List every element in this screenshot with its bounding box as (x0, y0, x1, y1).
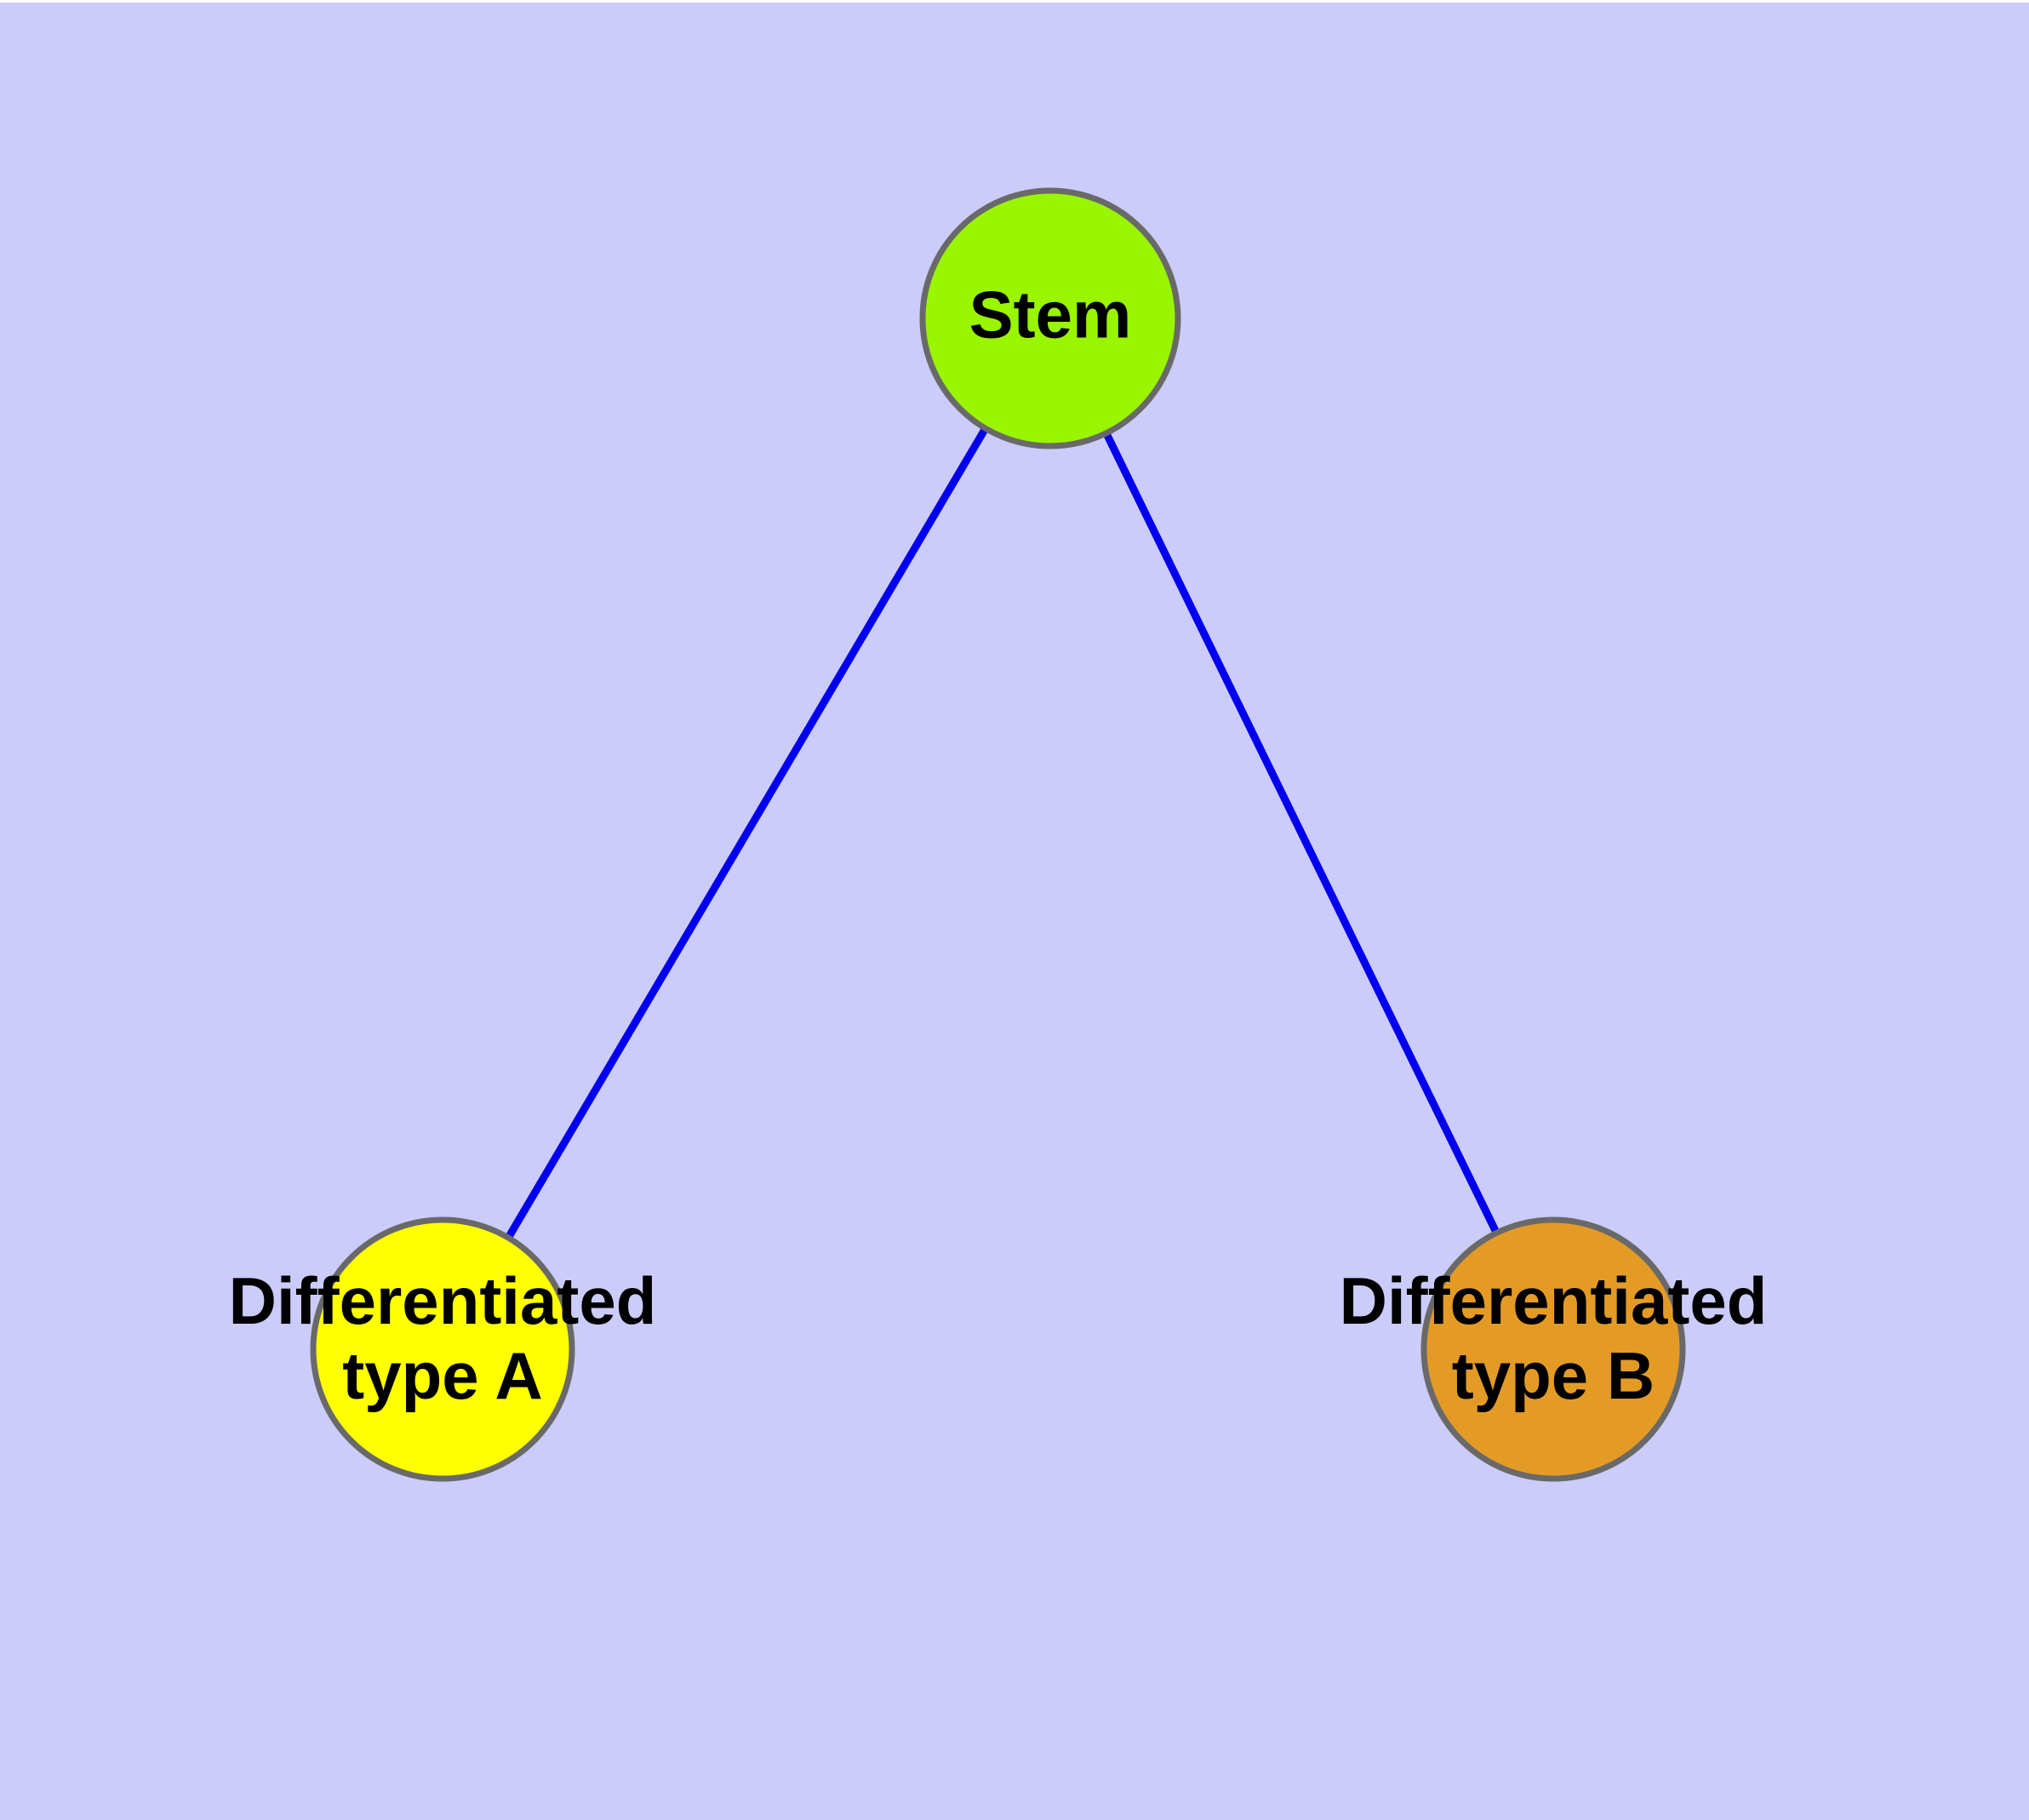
node-differentiated-type-a[interactable]: Differentiated type A (229, 1216, 657, 1482)
edge-stem-to-differentiated-type-b[interactable] (1102, 431, 1500, 1235)
node-stem[interactable]: Stem (919, 187, 1181, 449)
node-layer: Stem Differentiated type A Differentiate… (229, 187, 1768, 1482)
node-stem-label: Stem (969, 278, 1132, 352)
node-differentiated-type-b-label-line1: Differentiated (1340, 1263, 1768, 1338)
node-differentiated-type-a-circle[interactable] (310, 1216, 575, 1482)
node-differentiated-type-b-circle[interactable] (1420, 1216, 1686, 1482)
node-differentiated-type-a-label-line1: Differentiated (229, 1263, 657, 1338)
edge-stem-to-differentiated-type-a[interactable] (505, 426, 989, 1240)
node-differentiated-type-b-label-line2: type B (1452, 1338, 1655, 1413)
edge-layer (505, 426, 1500, 1240)
node-differentiated-type-a-label-line2: type A (342, 1338, 543, 1413)
node-differentiated-type-b[interactable]: Differentiated type B (1340, 1216, 1768, 1482)
node-stem-circle[interactable] (919, 187, 1181, 449)
